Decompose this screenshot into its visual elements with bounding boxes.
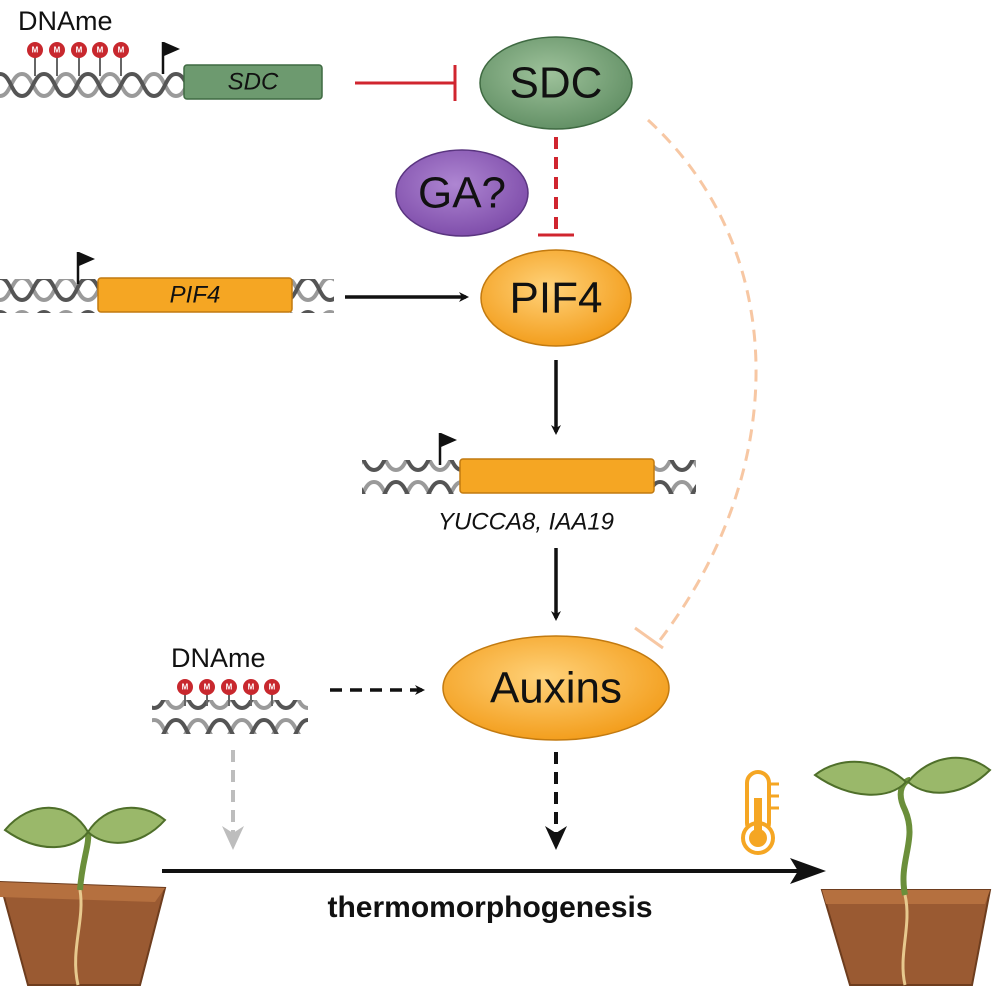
dname-locus-mid: DNAme M M M M M: [152, 643, 308, 734]
grey-arrowhead: [222, 826, 244, 850]
sdc-gene-locus: M M M M M DNAme SDC: [0, 6, 323, 104]
methyl-mark: M: [49, 42, 65, 76]
tss-flag-icon: [76, 252, 95, 284]
sdc-node: SDC: [479, 36, 633, 130]
methyl-marks-top: M M M M M: [27, 42, 129, 76]
target-genes-label: YUCCA8, IAA19: [438, 509, 614, 536]
dna-helix: [362, 460, 462, 494]
dna-helix: [290, 279, 334, 313]
sdc-to-auxins-inhibition: [634, 118, 758, 650]
process-label: thermomorphogenesis: [327, 891, 652, 924]
methyl-mark: M: [199, 679, 215, 706]
ga-node: GA?: [395, 149, 529, 237]
sdc-to-pif4-inhibition: [538, 137, 574, 237]
pif4-gene-box: [97, 277, 293, 313]
svg-text:M: M: [97, 46, 104, 55]
sdc-gene-box: [183, 64, 323, 100]
sdc-gene-label: SDC: [228, 69, 279, 96]
ga-node-label: GA?: [418, 169, 506, 218]
svg-text:M: M: [76, 46, 83, 55]
dname-label-top: DNAme: [18, 6, 113, 36]
sdc-silencing-inhibition: [355, 65, 457, 101]
svg-text:M: M: [32, 46, 39, 55]
methyl-mark: M: [177, 679, 193, 706]
seedling-left-icon: [0, 806, 167, 986]
methyl-mark: M: [92, 42, 108, 76]
tss-flag-icon: [438, 433, 457, 465]
target-gene-locus: [362, 433, 696, 494]
main-arrowhead: [790, 858, 826, 884]
pif4-node-label: PIF4: [510, 274, 603, 323]
svg-text:M: M: [54, 46, 61, 55]
dna-helix: [0, 279, 100, 313]
methyl-mark: M: [113, 42, 129, 76]
methyl-mark: M: [264, 679, 280, 706]
dna-helix: [0, 70, 190, 104]
dna-helix: [652, 460, 696, 494]
svg-text:M: M: [204, 683, 211, 692]
svg-text:M: M: [269, 683, 276, 692]
methyl-mark: M: [71, 42, 87, 76]
seedling-right-icon: [813, 756, 992, 986]
thermometer-icon: [741, 770, 779, 855]
target-gene-box: [459, 458, 655, 494]
pif4-node: PIF4: [480, 249, 632, 347]
svg-text:M: M: [118, 46, 125, 55]
methyl-mark: M: [221, 679, 237, 706]
svg-text:M: M: [248, 683, 255, 692]
pif4-gene-label: PIF4: [170, 282, 221, 309]
black-arrowhead: [545, 826, 567, 850]
svg-text:M: M: [182, 683, 189, 692]
methyl-mark: M: [27, 42, 43, 76]
methyl-mark: M: [243, 679, 259, 706]
tss-flag-icon: [161, 42, 180, 74]
methyl-marks-mid: M M M M M: [177, 679, 280, 706]
sdc-node-label: SDC: [510, 59, 603, 108]
auxins-node-label: Auxins: [490, 664, 622, 713]
auxins-node: Auxins: [442, 635, 670, 741]
svg-text:M: M: [226, 683, 233, 692]
pif4-gene-locus: PIF4: [0, 252, 334, 313]
dname-label-mid: DNAme: [171, 643, 266, 673]
